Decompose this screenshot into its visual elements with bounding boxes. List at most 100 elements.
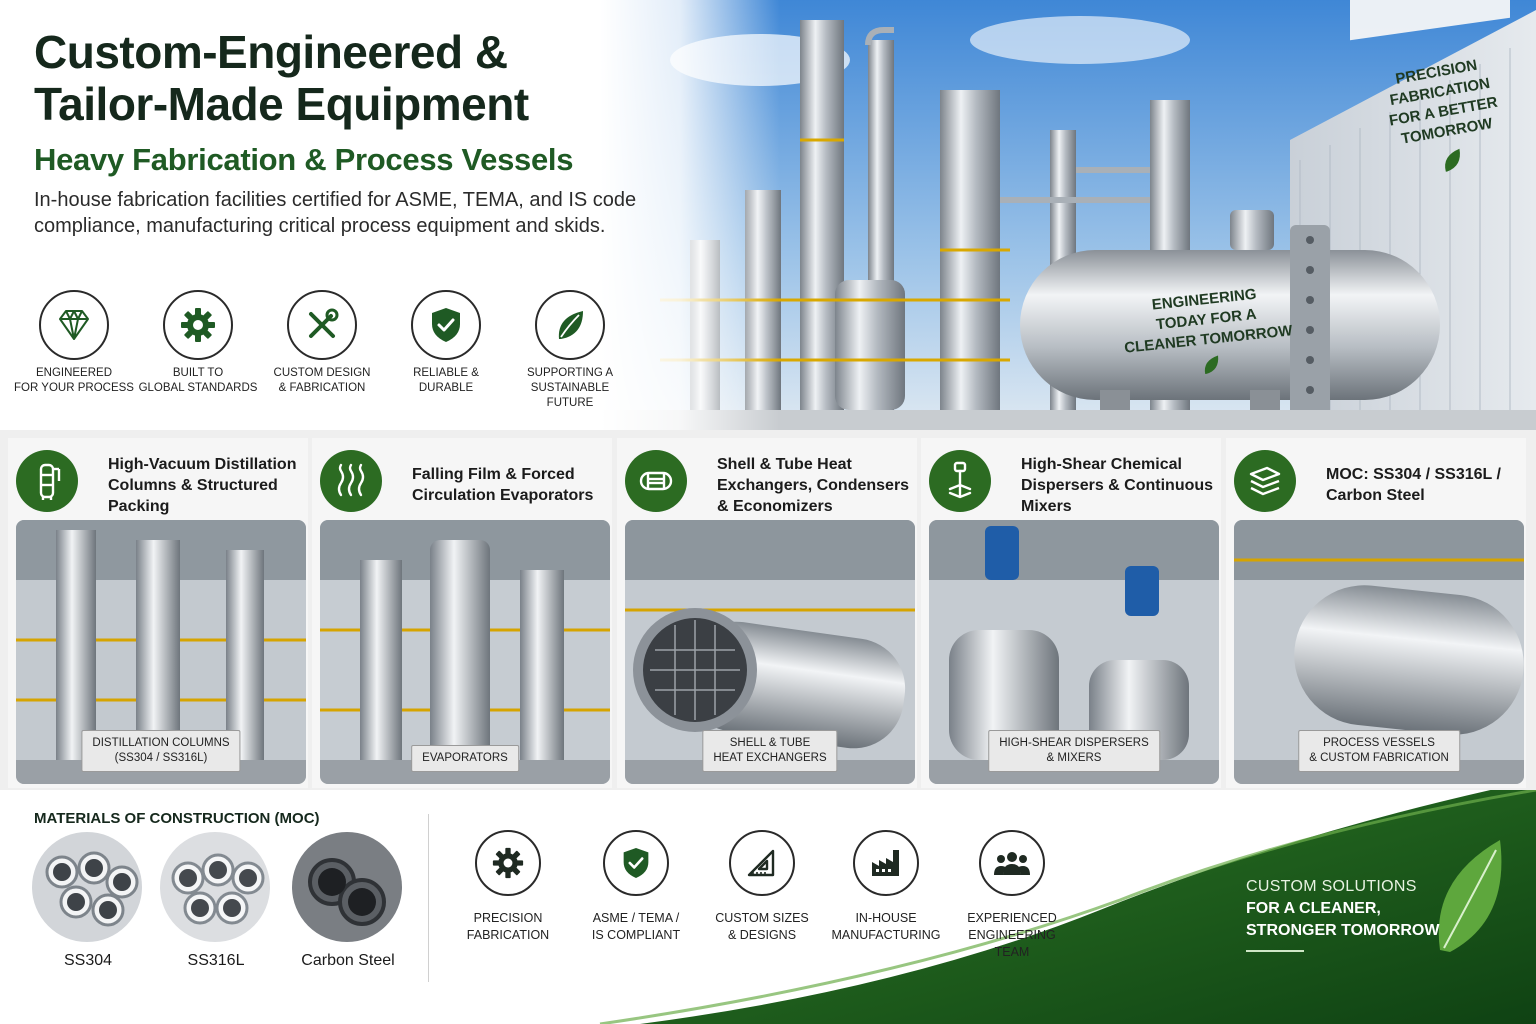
card-title: High-Shear Chemical Dispersers & Continu… xyxy=(1021,456,1214,515)
card-plaque: Distillation Columns (SS304 / SS316L) xyxy=(81,730,241,772)
factory-icon xyxy=(853,830,919,896)
card-photo-distillation: Distillation Columns (SS304 / SS316L) xyxy=(16,520,306,784)
bottom-feature-label-5b: engineering team xyxy=(968,928,1056,959)
moc-label: SS304 xyxy=(63,952,113,969)
hero-feature-label-5b: sustainable future xyxy=(530,382,610,409)
card-plaque-line2: Heat Exchangers xyxy=(713,752,827,764)
page-title-line2: Tailor-Made Equipment xyxy=(34,78,529,130)
hero-feature-label-4b: durable xyxy=(418,382,474,394)
card-plaque-line2: & Custom Fabrication xyxy=(1309,752,1449,764)
card-photo-heat-exchangers: Shell & Tube Heat Exchangers xyxy=(625,520,915,784)
bottom-feature-label-2a: ASME / TEMA / xyxy=(592,911,680,925)
shield-check-icon xyxy=(603,830,669,896)
card-photo-mixers: High-Shear Dispersers & Mixers xyxy=(929,520,1219,784)
section-divider xyxy=(428,814,429,982)
bottom-feature-team: Experienced engineering team xyxy=(952,830,1072,961)
card-plaque: High-Shear Dispersers & Mixers xyxy=(988,730,1160,772)
hero-feature-label-5a: Supporting a xyxy=(526,367,614,379)
card-plaque-line2: & Mixers xyxy=(1046,752,1102,764)
cta-line2: for a cleaner, xyxy=(1246,900,1381,917)
bottom-feature-label-4a: In-house xyxy=(855,911,917,925)
card-title: Shell & Tube Heat Exchangers, Condensers… xyxy=(717,456,910,515)
cta-line1: Custom solutions xyxy=(1246,878,1417,895)
page-title: Custom-Engineered & Tailor-Made Equipmen… xyxy=(34,26,754,130)
bottom-feature-compliant: ASME / TEMA / IS compliant xyxy=(576,830,696,944)
leaf-icon xyxy=(1438,840,1502,952)
gear-icon xyxy=(475,830,541,896)
card-plaque-line1: High-Shear Dispersers xyxy=(999,737,1149,749)
hero-white-fade xyxy=(0,0,1536,430)
bottom-feature-label-3a: Custom sizes xyxy=(715,911,809,925)
page-subtitle: Heavy Fabrication & Process Vessels xyxy=(34,142,574,177)
moc-label: SS316L xyxy=(187,952,245,969)
bottom-feature-precision: Precision fabrication xyxy=(448,830,568,944)
building-banner-text: Precision fabrication for a better tomor… xyxy=(1371,52,1520,191)
card-photo-process-vessels: Process Vessels & Custom Fabrication xyxy=(1234,520,1524,784)
bottom-feature-label-1a: Precision xyxy=(473,911,543,925)
card-heat-exchangers: Shell & Tube Heat Exchangers, Condensers… xyxy=(617,438,917,788)
hero-feature-sustainable: Supporting a sustainable future xyxy=(510,290,630,411)
hero-description: In-house fabrication facilities certifie… xyxy=(34,189,637,237)
team-icon xyxy=(979,830,1045,896)
card-title: High-Vacuum Distillation Columns & Struc… xyxy=(108,456,297,515)
card-plaque-line2: (SS304 / SS316L) xyxy=(114,752,208,764)
hero-feature-row: Engineered for your process Built to globa… xyxy=(14,290,644,409)
mixer-icon xyxy=(929,450,991,512)
card-plaque: Shell & Tube Heat Exchangers xyxy=(702,730,838,772)
shield-check-icon xyxy=(411,290,481,360)
leaf-icon xyxy=(1445,148,1460,172)
hero-feature-label-1b: for your process xyxy=(14,382,134,394)
bottom-feature-label-5a: Experienced xyxy=(967,911,1057,925)
hero-feature-reliable: Reliable &durable xyxy=(386,290,506,396)
moc-label: Carbon Steel xyxy=(301,952,395,969)
hero-feature-engineered: Engineered for your process xyxy=(14,290,134,396)
pipe-bundle-image xyxy=(292,832,402,942)
hero-feature-label-2b: global standards xyxy=(138,382,258,394)
pipe-bundle-image xyxy=(32,832,142,942)
pipe-bundle-image xyxy=(160,832,270,942)
bottom-feature-label-1b: fabrication xyxy=(466,928,550,942)
bottom-feature-custom-sizes: Custom sizes & designs xyxy=(702,830,822,944)
bottom-feature-label-2b: IS compliant xyxy=(591,928,681,942)
hero-feature-label-1a: Engineered xyxy=(35,367,113,379)
card-title: MOC: SS304 / SS316L / Carbon Steel xyxy=(1326,466,1501,504)
card-plaque-line1: Process Vessels xyxy=(1323,737,1435,749)
card-plaque: Process Vessels & Custom Fabrication xyxy=(1298,730,1460,772)
hero-feature-label-3a: Custom design xyxy=(273,367,371,379)
gear-icon xyxy=(163,290,233,360)
card-plaque-line1: Evaporators xyxy=(422,752,508,764)
hero-feature-standards: Built to global standards xyxy=(138,290,258,396)
bottom-feature-label-4b: manufacturing xyxy=(831,928,941,942)
heat-exchanger-icon xyxy=(625,450,687,512)
cta-underline xyxy=(1246,950,1304,952)
hero-feature-custom: Custom design & fabrication xyxy=(262,290,382,396)
card-photo-evaporators: Evaporators xyxy=(320,520,610,784)
green-swoosh-background xyxy=(599,790,1536,1024)
moc-item-ss316l: SS316L xyxy=(160,832,272,970)
card-plaque-line1: Distillation Columns xyxy=(92,737,230,749)
card-process-vessels: MOC: SS304 / SS316L / Carbon Steel Proce… xyxy=(1226,438,1526,788)
vessel-banner-text: Engineering today for a cleaner tomorrow xyxy=(1114,281,1303,391)
card-plaque: Evaporators xyxy=(411,745,519,772)
bottom-feature-in-house: In-house manufacturing xyxy=(826,830,946,944)
page-title-line1: Custom-Engineered & xyxy=(34,26,508,78)
hero-feature-label-3b: & fabrication xyxy=(278,382,366,394)
wrench-screwdriver-icon xyxy=(287,290,357,360)
hero-section: Custom-Engineered & Tailor-Made Equipmen… xyxy=(0,0,1536,430)
card-title: Falling Film & Forced Circulation Evapor… xyxy=(412,466,594,504)
hero-feature-label-2a: Built to xyxy=(172,367,224,379)
triangle-ruler-icon xyxy=(729,830,795,896)
moc-item-ss304: SS304 xyxy=(32,832,144,970)
leaf-icon xyxy=(535,290,605,360)
moc-title: Materials of Construction (MOC) xyxy=(34,810,320,827)
card-evaporators: Falling Film & Forced Circulation Evapor… xyxy=(312,438,612,788)
equipment-cards-row: High-Vacuum Distillation Columns & Struc… xyxy=(0,430,1536,790)
leaf-icon xyxy=(1204,355,1219,375)
layers-icon xyxy=(1234,450,1296,512)
diamond-icon xyxy=(39,290,109,360)
bottom-feature-label-3b: & designs xyxy=(727,928,797,942)
card-plaque-line1: Shell & Tube xyxy=(729,737,811,749)
heat-waves-icon xyxy=(320,450,382,512)
card-mixers: High-Shear Chemical Dispersers & Continu… xyxy=(921,438,1221,788)
